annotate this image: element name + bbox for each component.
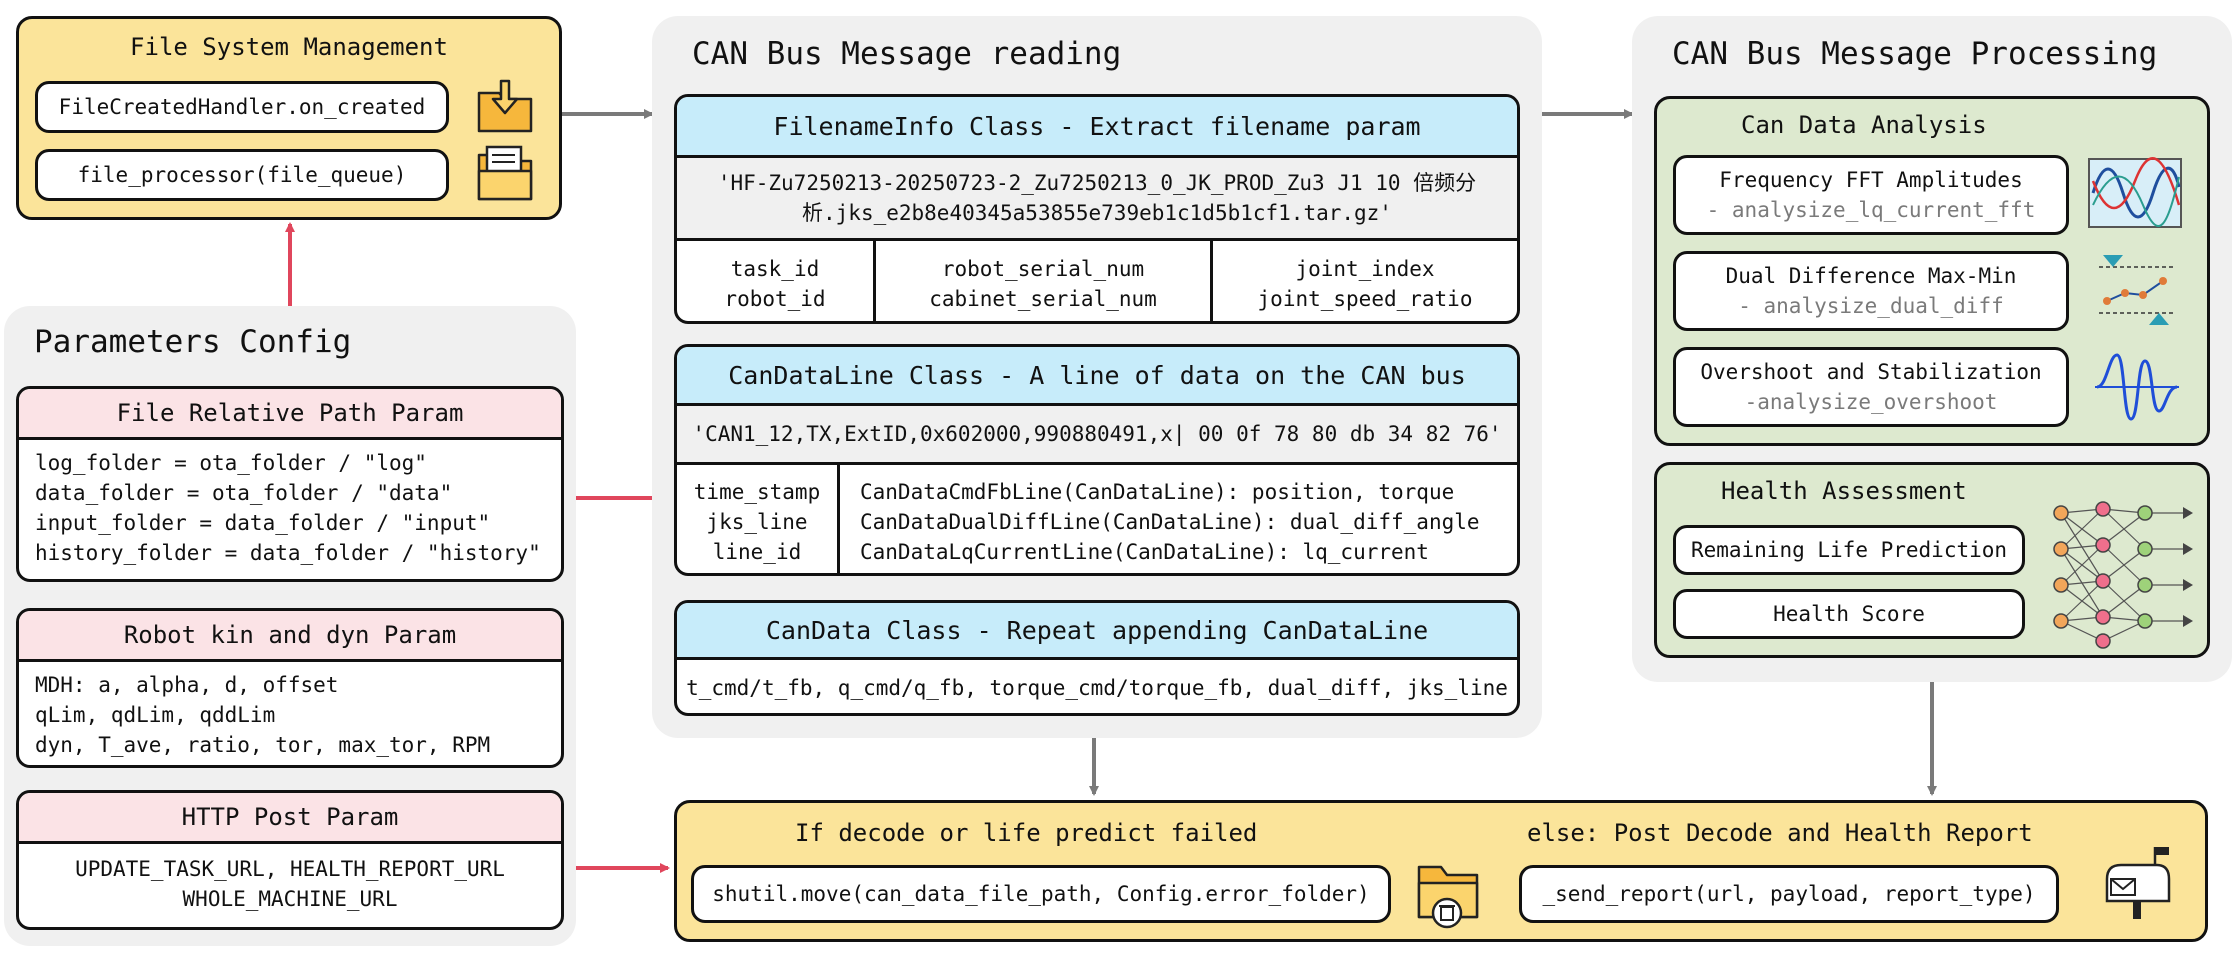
dual-diff-analysis-box: Dual Difference Max-Min - analysize_dual…: [1673, 251, 2069, 331]
can-bus-reading-panel: CAN Bus Message reading FilenameInfo Cla…: [652, 16, 1542, 738]
neural-network-icon: [2053, 501, 2193, 649]
mailbox-icon: [2105, 847, 2171, 919]
analysis-name: Frequency FFT Amplitudes: [1719, 168, 2023, 192]
filename-example-line: 'HF-Zu7250213-20250723-2_Zu7250213_0_JK_…: [717, 171, 1477, 195]
can-data-analysis-box: Can Data Analysis Frequency FFT Amplitud…: [1654, 96, 2210, 446]
folder-download-icon: [477, 79, 533, 133]
robot-param-lines: MDH: a, alpha, d, offset qLim, qdLim, qd…: [19, 662, 561, 765]
can-bus-reading-title: CAN Bus Message reading: [692, 36, 1122, 72]
fft-analysis-box: Frequency FFT Amplitudes - analysize_lq_…: [1673, 155, 2069, 235]
candataline-fields: time_stamp jks_line line_id CanDataCmdFb…: [677, 465, 1517, 573]
robot-param-card: Robot kin and dyn Param MDH: a, alpha, d…: [16, 608, 564, 768]
parameters-config-panel: Parameters Config File Relative Path Par…: [4, 306, 576, 946]
candataline-header: CanDataLine Class - A line of data on th…: [677, 347, 1517, 406]
param-line: input_folder = data_folder / "input": [35, 511, 491, 535]
can-bus-processing-title: CAN Bus Message Processing: [1672, 36, 2158, 72]
file-relative-path-header: File Relative Path Param: [19, 389, 561, 440]
candata-card: CanData Class - Repeat appending CanData…: [674, 600, 1520, 716]
min-max-line-icon: [2099, 255, 2175, 325]
subclass-line: CanDataCmdFbLine(CanDataLine): position,…: [860, 480, 1455, 504]
filenameinfo-card: FilenameInfo Class - Extract filename pa…: [674, 94, 1520, 324]
analysis-name: Dual Difference Max-Min: [1725, 264, 2017, 288]
oscillation-icon: [2095, 353, 2179, 421]
param-line: MDH: a, alpha, d, offset: [35, 673, 339, 697]
param-name: task_id: [730, 257, 820, 281]
report-box: If decode or life predict failed shutil.…: [674, 800, 2208, 942]
file-relative-path-lines: log_folder = ota_folder / "log" data_fol…: [19, 440, 561, 576]
file-relative-path-card: File Relative Path Param log_folder = ot…: [16, 386, 564, 582]
fail-branch-title: If decode or life predict failed: [795, 819, 1258, 847]
filename-param-col: task_id robot_id: [677, 241, 873, 321]
folder-trash-icon: [1417, 865, 1479, 929]
subclass-line: CanDataDualDiffLine(CanDataLine): dual_d…: [860, 510, 1480, 534]
analysis-function: - analysize_dual_diff: [1738, 294, 2004, 318]
http-post-param-header: HTTP Post Param: [19, 793, 561, 844]
health-assessment-title: Health Assessment: [1721, 477, 1967, 505]
robot-param-header: Robot kin and dyn Param: [19, 611, 561, 662]
overshoot-analysis-box: Overshoot and Stabilization -analysize_o…: [1673, 347, 2069, 427]
subclass-line: CanDataLqCurrentLine(CanDataLine): lq_cu…: [860, 540, 1429, 564]
file-processor-box: file_processor(file_queue): [35, 149, 449, 201]
param-line: log_folder = ota_folder / "log": [35, 451, 427, 475]
param-name: robot_id: [724, 287, 826, 311]
candata-header: CanData Class - Repeat appending CanData…: [677, 603, 1517, 660]
field-name: time_stamp: [693, 480, 821, 504]
filename-params: task_id robot_id robot_serial_num cabine…: [677, 241, 1517, 321]
param-name: cabinet_serial_num: [929, 287, 1157, 311]
fsm-title: File System Management: [130, 33, 448, 61]
filenameinfo-header: FilenameInfo Class - Extract filename pa…: [677, 97, 1517, 158]
wave-chart-icon: [2088, 157, 2182, 228]
analysis-function: - analysize_lq_current_fft: [1706, 198, 2036, 222]
remaining-life-box: Remaining Life Prediction: [1673, 525, 2025, 575]
health-assessment-box: Health Assessment Remaining Life Predict…: [1654, 462, 2210, 658]
param-line: data_folder = ota_folder / "data": [35, 481, 453, 505]
param-line: WHOLE_MACHINE_URL: [182, 887, 398, 911]
param-name: joint_index: [1295, 257, 1435, 281]
param-line: history_folder = data_folder / "history": [35, 541, 541, 565]
http-post-param-lines: UPDATE_TASK_URL, HEALTH_REPORT_URL WHOLE…: [19, 844, 561, 924]
parameters-config-title: Parameters Config: [34, 324, 352, 360]
folder-documents-icon: [477, 145, 533, 201]
file-system-management-panel: File System Management FileCreatedHandle…: [16, 16, 562, 220]
field-name: jks_line: [706, 510, 808, 534]
field-name: line_id: [712, 540, 802, 564]
http-post-param-card: HTTP Post Param UPDATE_TASK_URL, HEALTH_…: [16, 790, 564, 930]
send-report-box: _send_report(url, payload, report_type): [1519, 865, 2059, 923]
else-branch-title: else: Post Decode and Health Report: [1527, 819, 2033, 847]
can-data-analysis-title: Can Data Analysis: [1741, 111, 1987, 139]
candataline-example: 'CAN1_12,TX,ExtID,0x602000,990880491,x| …: [677, 406, 1517, 465]
param-line: UPDATE_TASK_URL, HEALTH_REPORT_URL: [75, 857, 505, 881]
filename-example: 'HF-Zu7250213-20250723-2_Zu7250213_0_JK_…: [677, 158, 1517, 241]
candataline-card: CanDataLine Class - A line of data on th…: [674, 344, 1520, 576]
analysis-name: Overshoot and Stabilization: [1700, 360, 2042, 384]
filename-param-col: joint_index joint_speed_ratio: [1210, 241, 1517, 321]
shutil-move-box: shutil.move(can_data_file_path, Config.e…: [691, 865, 1391, 923]
filename-param-col: robot_serial_num cabinet_serial_num: [873, 241, 1210, 321]
param-line: qLim, qdLim, qddLim: [35, 703, 276, 727]
candata-fields: t_cmd/t_fb, q_cmd/q_fb, torque_cmd/torqu…: [686, 676, 1508, 700]
candataline-field-col: time_stamp jks_line line_id: [677, 465, 837, 573]
file-created-handler-box: FileCreatedHandler.on_created: [35, 81, 449, 133]
param-name: joint_speed_ratio: [1257, 287, 1473, 311]
health-score-box: Health Score: [1673, 589, 2025, 639]
can-bus-processing-panel: CAN Bus Message Processing Can Data Anal…: [1632, 16, 2232, 682]
param-name: robot_serial_num: [941, 257, 1145, 281]
param-line: dyn, T_ave, ratio, tor, max_tor, RPM: [35, 733, 491, 757]
analysis-function: -analysize_overshoot: [1744, 390, 1998, 414]
candataline-subclass-col: CanDataCmdFbLine(CanDataLine): position,…: [837, 465, 1517, 573]
filename-example-line: 析.jks_e2b8e40345a53855e739eb1c1d5b1cf1.t…: [802, 201, 1392, 225]
